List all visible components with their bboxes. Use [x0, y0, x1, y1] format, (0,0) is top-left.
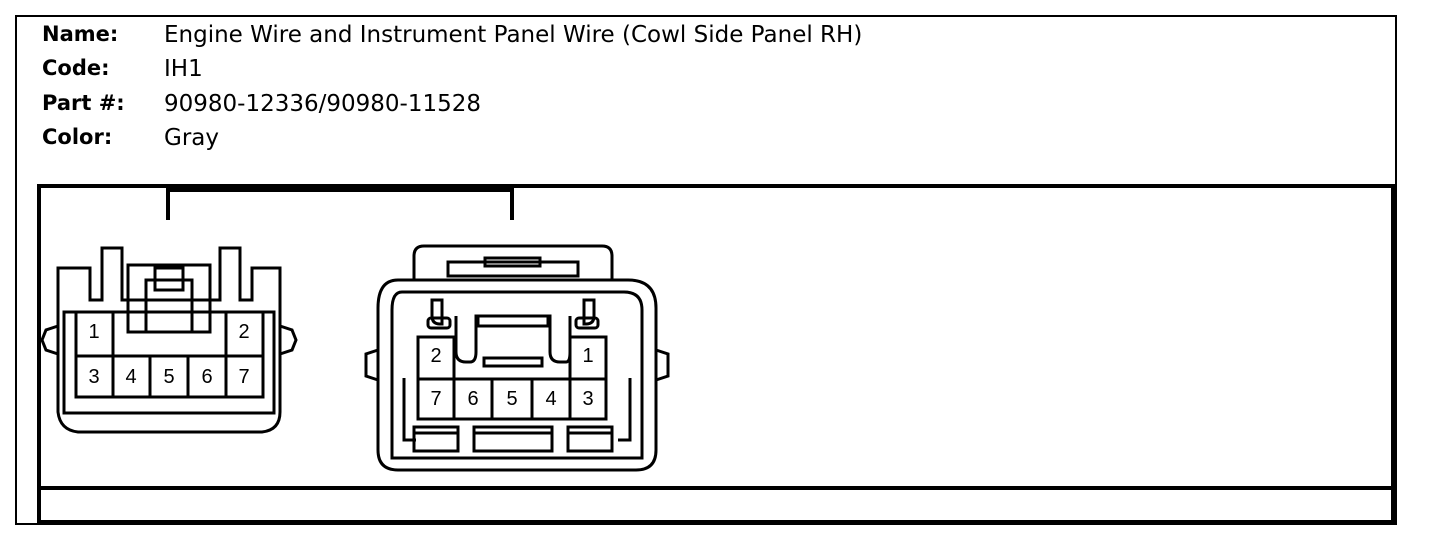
right-cavity-3 [568, 377, 608, 421]
left-connector-outer-shell [56, 246, 282, 434]
left-lock-tab [144, 278, 194, 334]
right-lock-nub [483, 256, 542, 268]
right-lock-hood [412, 244, 614, 280]
right-left-latch [364, 348, 379, 382]
center-lock-top [476, 314, 550, 328]
right-connector [364, 244, 670, 472]
left-pin-label: 3 [88, 366, 99, 388]
right-pin-labels: 2 1 7 6 5 4 3 [430, 345, 593, 410]
right-cavity-7 [416, 377, 456, 421]
view-bracket [166, 188, 514, 220]
right-connector-outer-shell [376, 278, 658, 472]
right-side-latch [279, 324, 298, 356]
right-guide-rib [582, 298, 596, 326]
right-connector-bottom-slots [412, 425, 614, 453]
part-label: Part #: [42, 91, 125, 115]
right-terminal-lock [574, 316, 600, 330]
left-inner-rail [402, 378, 416, 442]
left-pin-labels: 1 2 3 4 5 6 7 [88, 321, 249, 388]
center-lock-channel [454, 314, 572, 364]
name-value: Engine Wire and Instrument Panel Wire (C… [164, 22, 863, 48]
left-lock-housing [126, 263, 212, 334]
right-inner-rail [618, 378, 632, 442]
right-connector-cavities [416, 335, 608, 421]
left-pin-label: 6 [201, 366, 212, 388]
left-pin-label: 2 [238, 321, 249, 343]
right-connector-inner-shell [390, 290, 644, 460]
right-right-latch [655, 348, 670, 382]
center-lock-bottom [482, 356, 544, 368]
left-pin-label: 7 [238, 366, 249, 388]
bottom-slot-center [472, 425, 554, 453]
left-side-latch [40, 324, 59, 356]
part-value: 90980-12336/90980-11528 [164, 91, 482, 117]
bottom-slot-right [566, 425, 614, 453]
right-cavity-6 [452, 377, 494, 421]
code-value: IH1 [164, 56, 203, 82]
right-pin-label: 2 [430, 345, 441, 367]
right-pin-label: 7 [430, 388, 441, 410]
right-pin-label: 4 [545, 388, 556, 410]
right-pin-label: 5 [506, 388, 517, 410]
right-cavity-5 [490, 377, 534, 421]
name-label: Name: [42, 22, 119, 46]
color-label: Color: [42, 125, 113, 149]
color-value: Gray [164, 125, 219, 151]
left-cavity-2 [224, 310, 265, 358]
left-connector-cavities [74, 310, 265, 399]
right-pin-label: 3 [582, 388, 593, 410]
left-guide-rib [430, 298, 444, 326]
left-connector [40, 246, 298, 434]
left-terminal-lock [426, 316, 452, 330]
code-label: Code: [42, 56, 110, 80]
right-pin-label: 1 [582, 345, 593, 367]
right-lock-bar [446, 260, 580, 278]
left-cavity-7 [224, 354, 265, 399]
right-pin-label: 6 [467, 388, 478, 410]
left-pin-label: 4 [125, 366, 136, 388]
left-lock-nub [153, 266, 185, 292]
left-connector-inner-shell [62, 310, 276, 415]
left-pin-label: 5 [163, 366, 174, 388]
bottom-slot-left [412, 425, 460, 453]
diagram-panel [37, 184, 1395, 524]
left-pin-label: 1 [88, 321, 99, 343]
